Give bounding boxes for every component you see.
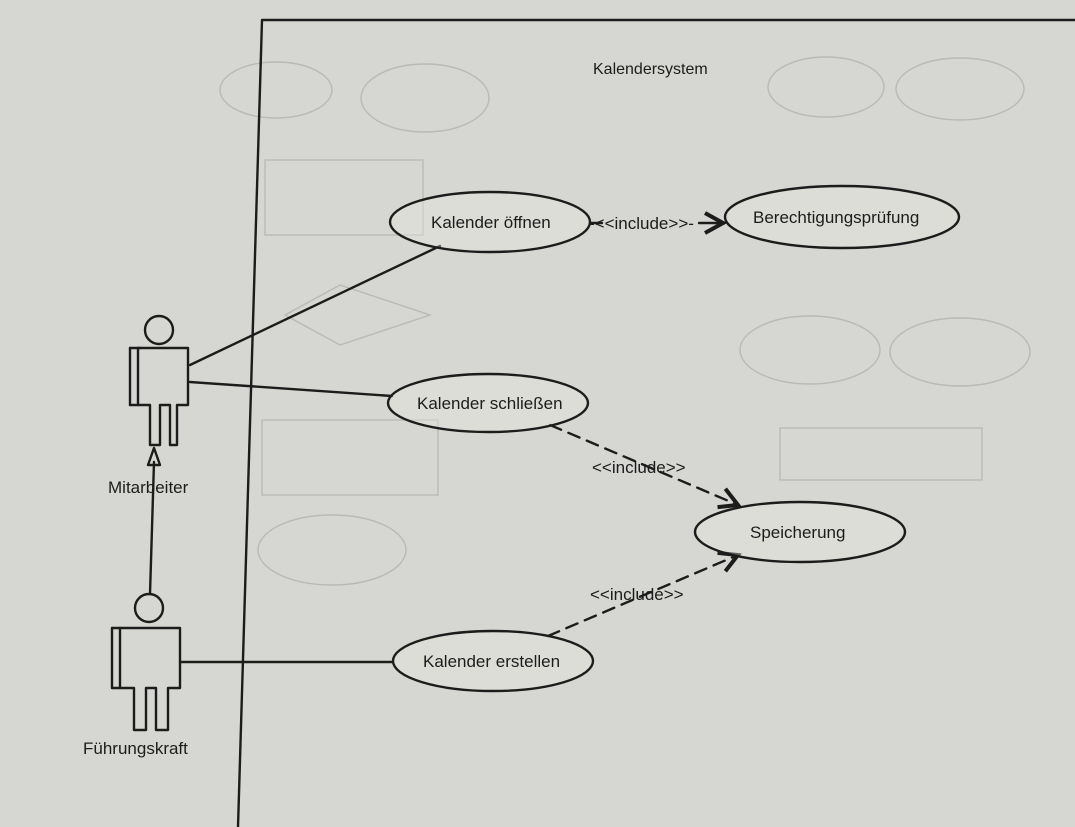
system-boundary <box>236 18 1075 827</box>
system-title: Kalendersystem <box>593 61 708 78</box>
use-case-label-speicherung: Speicherung <box>750 523 845 542</box>
include-label-schliessen-speicherung: <<include>> <box>592 458 686 477</box>
actor-fuehrungskraft <box>110 592 182 732</box>
use-case-berechtigungspruefung <box>723 184 961 250</box>
generalization-line <box>148 460 156 596</box>
generalization-arrowhead <box>146 446 162 467</box>
use-case-label-kalender-erstellen: Kalender erstellen <box>423 652 560 671</box>
actor-head <box>143 314 175 346</box>
actor-body <box>128 346 190 447</box>
use-case-label-berechtigungspruefung: Berechtigungsprüfung <box>753 208 919 227</box>
association-mitarbeiter-kalender-schliessen <box>188 380 394 398</box>
use-case-label-kalender-oeffnen: Kalender öffnen <box>431 213 551 232</box>
actor-label-fuehrungskraft: Führungskraft <box>83 739 188 758</box>
include-label-erstellen-speicherung: <<include>> <box>590 585 684 604</box>
use-case-speicherung <box>693 500 907 564</box>
use-case-kalender-oeffnen <box>388 190 592 254</box>
actor-label-mitarbeiter: Mitarbeiter <box>108 478 189 497</box>
actor-head <box>133 592 165 624</box>
background-shadow-shapes <box>219 56 1031 586</box>
include-label-oeffnen-berechtigung: -<<include>>- <box>589 214 694 233</box>
actor-mitarbeiter <box>128 314 190 447</box>
actor-arms <box>128 346 142 407</box>
actor-arms <box>110 626 122 690</box>
use-case-label-kalender-schliessen: Kalender schließen <box>417 394 563 413</box>
include-line-erstellen-speicherung <box>546 555 738 638</box>
actor-body <box>110 626 182 732</box>
include-line-schliessen-speicherung <box>548 423 738 505</box>
use-case-kalender-erstellen <box>391 629 595 693</box>
association-mitarbeiter-kalender-oeffnen <box>188 244 442 367</box>
use-case-kalender-schliessen <box>386 372 590 434</box>
